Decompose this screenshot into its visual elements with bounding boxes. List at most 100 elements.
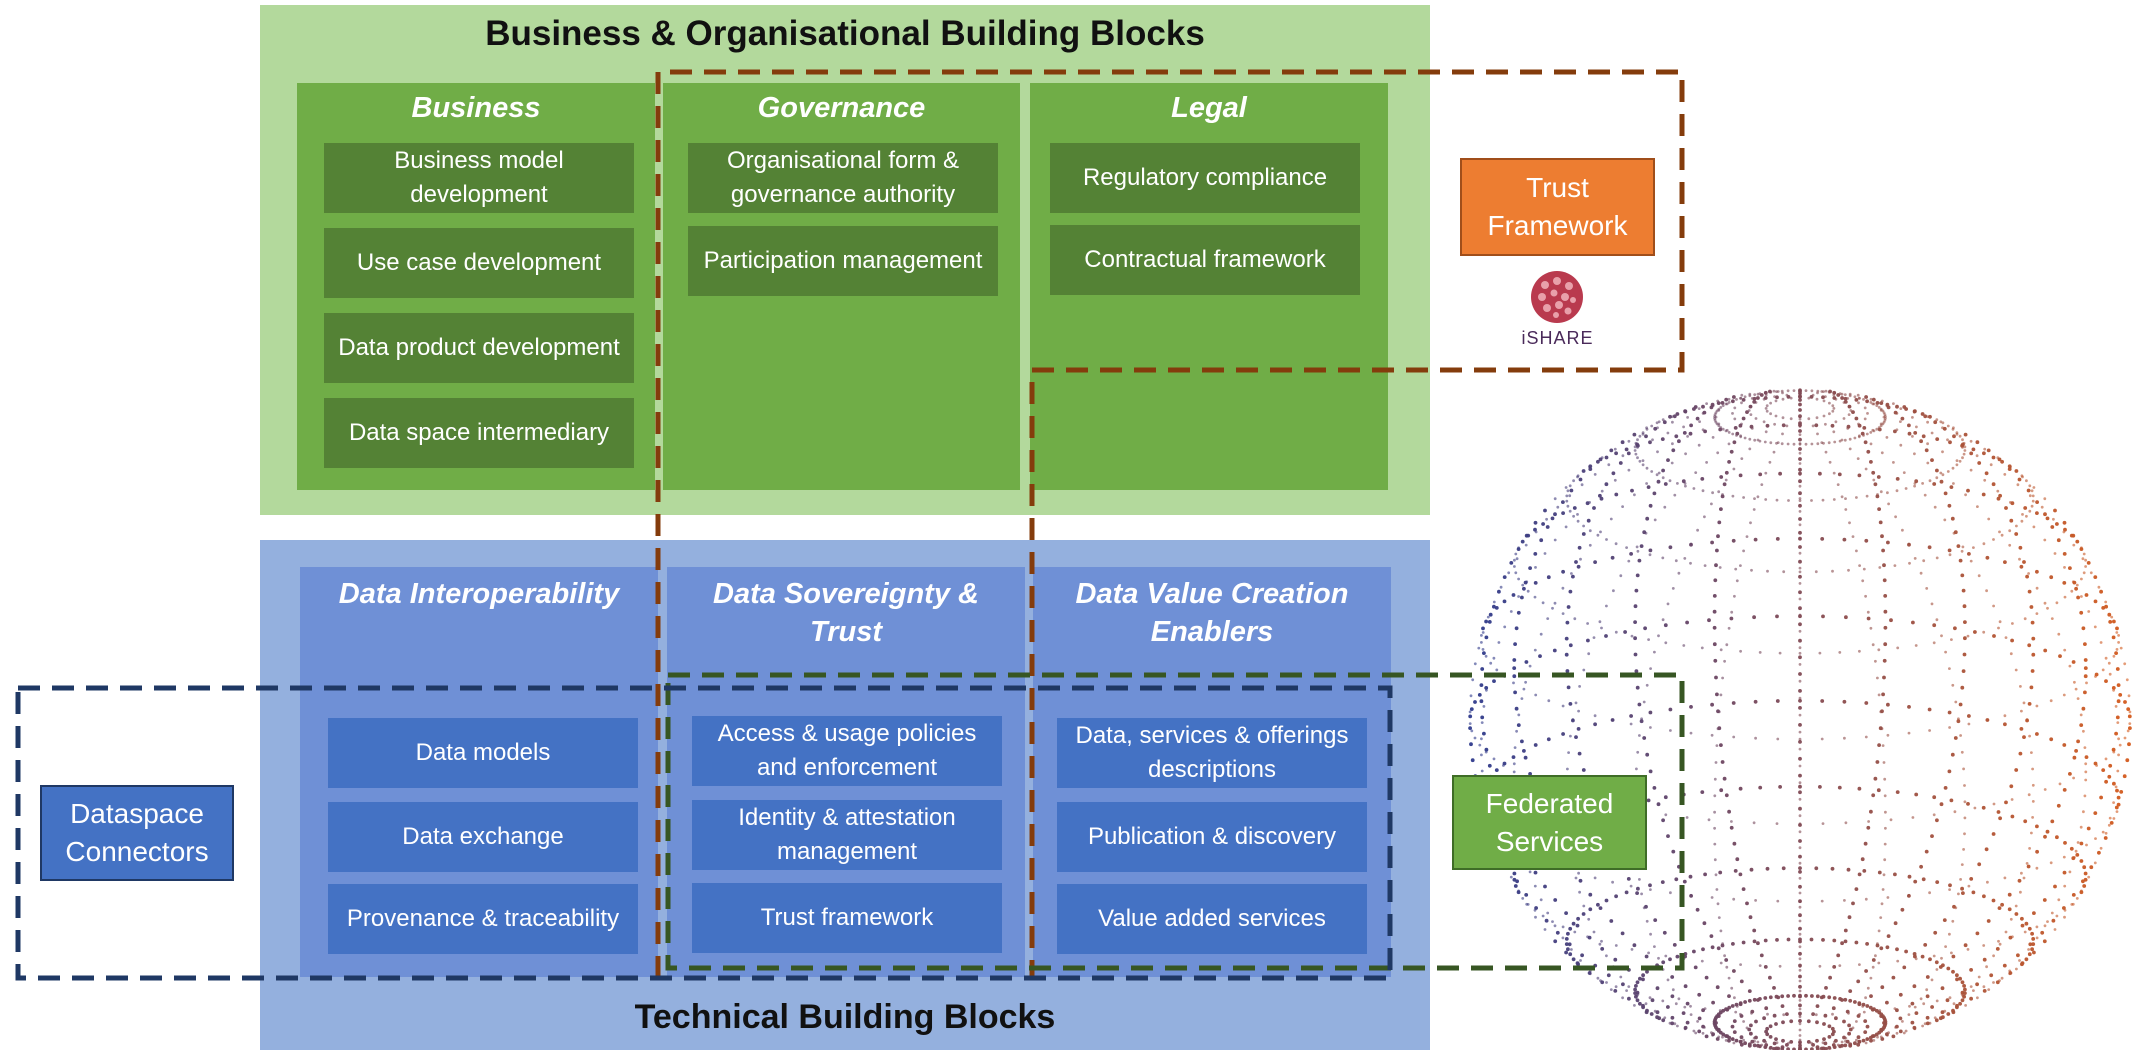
globe-dot [1933, 930, 1938, 935]
globe-dot [1732, 841, 1737, 846]
globe-dot [1809, 937, 1814, 942]
globe-dot [1711, 491, 1714, 495]
globe-dot [2055, 914, 2059, 918]
globe-dot [1635, 685, 1640, 690]
globe-dot [1864, 467, 1868, 471]
globe-dot [1952, 434, 1956, 439]
globe-dot [1827, 390, 1831, 394]
globe-dot [1689, 731, 1693, 735]
globe-dot [1798, 1022, 1802, 1026]
globe-dot [1480, 737, 1483, 741]
globe-dot [1657, 471, 1661, 475]
globe-dot [1798, 884, 1802, 889]
globe-dot [1880, 534, 1884, 539]
globe-dot [2000, 902, 2004, 907]
globe-dot [1969, 468, 1973, 472]
globe-dot [1854, 398, 1859, 402]
globe-dot [1731, 412, 1734, 415]
globe-dot [1717, 916, 1721, 919]
globe-dot [1692, 949, 1696, 954]
globe-dot [1520, 697, 1524, 700]
globe-dot [2056, 803, 2061, 808]
globe-dot [1856, 1042, 1861, 1047]
globe-dot [1713, 810, 1716, 814]
globe-dot [2115, 788, 2119, 793]
globe-dot [1798, 417, 1802, 421]
globe-dot [1633, 449, 1637, 452]
globe-dot [1925, 994, 1930, 999]
globe-dot [1969, 877, 1974, 881]
globe-dot [1798, 899, 1802, 903]
globe-dot [1780, 1047, 1785, 1050]
globe-dot [2104, 831, 2108, 835]
globe-dot [1739, 1014, 1744, 1018]
globe-dot [1618, 461, 1623, 465]
globe-dot [1982, 630, 1986, 634]
globe-dot [1695, 416, 1700, 421]
globe-dot [1882, 578, 1887, 583]
globe-dot [1738, 1040, 1743, 1044]
globe-dot [1798, 467, 1802, 472]
globe-dot [1758, 964, 1762, 967]
globe-dot [1578, 878, 1583, 883]
globe-dot [1962, 848, 1965, 851]
globe-dot [1564, 937, 1569, 941]
globe-dot [1694, 471, 1698, 474]
globe-dot [1842, 1019, 1846, 1024]
globe-dot [1992, 604, 1995, 608]
globe-dot [1878, 566, 1882, 569]
globe-dot [1747, 1027, 1752, 1032]
globe-dot [1630, 948, 1634, 951]
globe-dot [1966, 948, 1970, 951]
globe-dot [2028, 484, 2032, 488]
globe-dot [1798, 1028, 1802, 1032]
globe-dot [1614, 451, 1618, 456]
globe-dot [2020, 709, 2023, 713]
globe-dot [1534, 915, 1537, 919]
publication-discovery-box: Publication & discovery [1057, 802, 1367, 872]
globe-dot [1730, 1024, 1735, 1029]
globe-dot [1715, 409, 1719, 413]
globe-dot [1481, 631, 1485, 634]
globe-dot [1869, 976, 1873, 980]
globe-dot [1893, 921, 1898, 926]
globe-dot [1902, 965, 1907, 970]
globe-dot [2114, 731, 2119, 736]
globe-dot [1758, 785, 1763, 790]
globe-dot [1716, 709, 1720, 714]
globe-dot [2115, 626, 2119, 631]
globe-dot [1484, 619, 1488, 624]
globe-dot [1778, 785, 1782, 789]
globe-dot [1792, 389, 1796, 392]
globe-dot [1534, 693, 1538, 697]
globe-dot [1786, 442, 1790, 446]
globe-dot [1842, 401, 1846, 404]
globe-dot [1781, 1020, 1785, 1025]
globe-dot [1671, 420, 1674, 424]
globe-dot [1798, 479, 1802, 484]
globe-dot [1768, 1045, 1773, 1050]
globe-dot [2016, 953, 2020, 958]
globe-dot [1661, 468, 1665, 473]
globe-dot [1881, 548, 1885, 553]
federated-services-label: Federated Services [1452, 775, 1647, 870]
globe-dot [1848, 1042, 1853, 1047]
globe-dot [1798, 437, 1802, 442]
globe-dot [1573, 617, 1577, 621]
globe-dot [1733, 594, 1736, 598]
globe-dot [1743, 1041, 1747, 1046]
globe-dot [1645, 683, 1649, 687]
globe-dot [1883, 794, 1887, 798]
globe-dot [1592, 506, 1596, 510]
globe-dot [1613, 957, 1618, 962]
globe-dot [1763, 996, 1768, 1000]
globe-dot [1928, 891, 1931, 895]
globe-dot [1822, 414, 1826, 418]
globe-dot [1546, 617, 1550, 620]
globe-dot [1609, 448, 1614, 453]
globe-dot [1653, 426, 1658, 431]
globe-dot [1893, 872, 1897, 877]
globe-dot [1997, 939, 2000, 943]
globe-dot [1599, 530, 1602, 534]
globe-dot [2101, 830, 2105, 834]
